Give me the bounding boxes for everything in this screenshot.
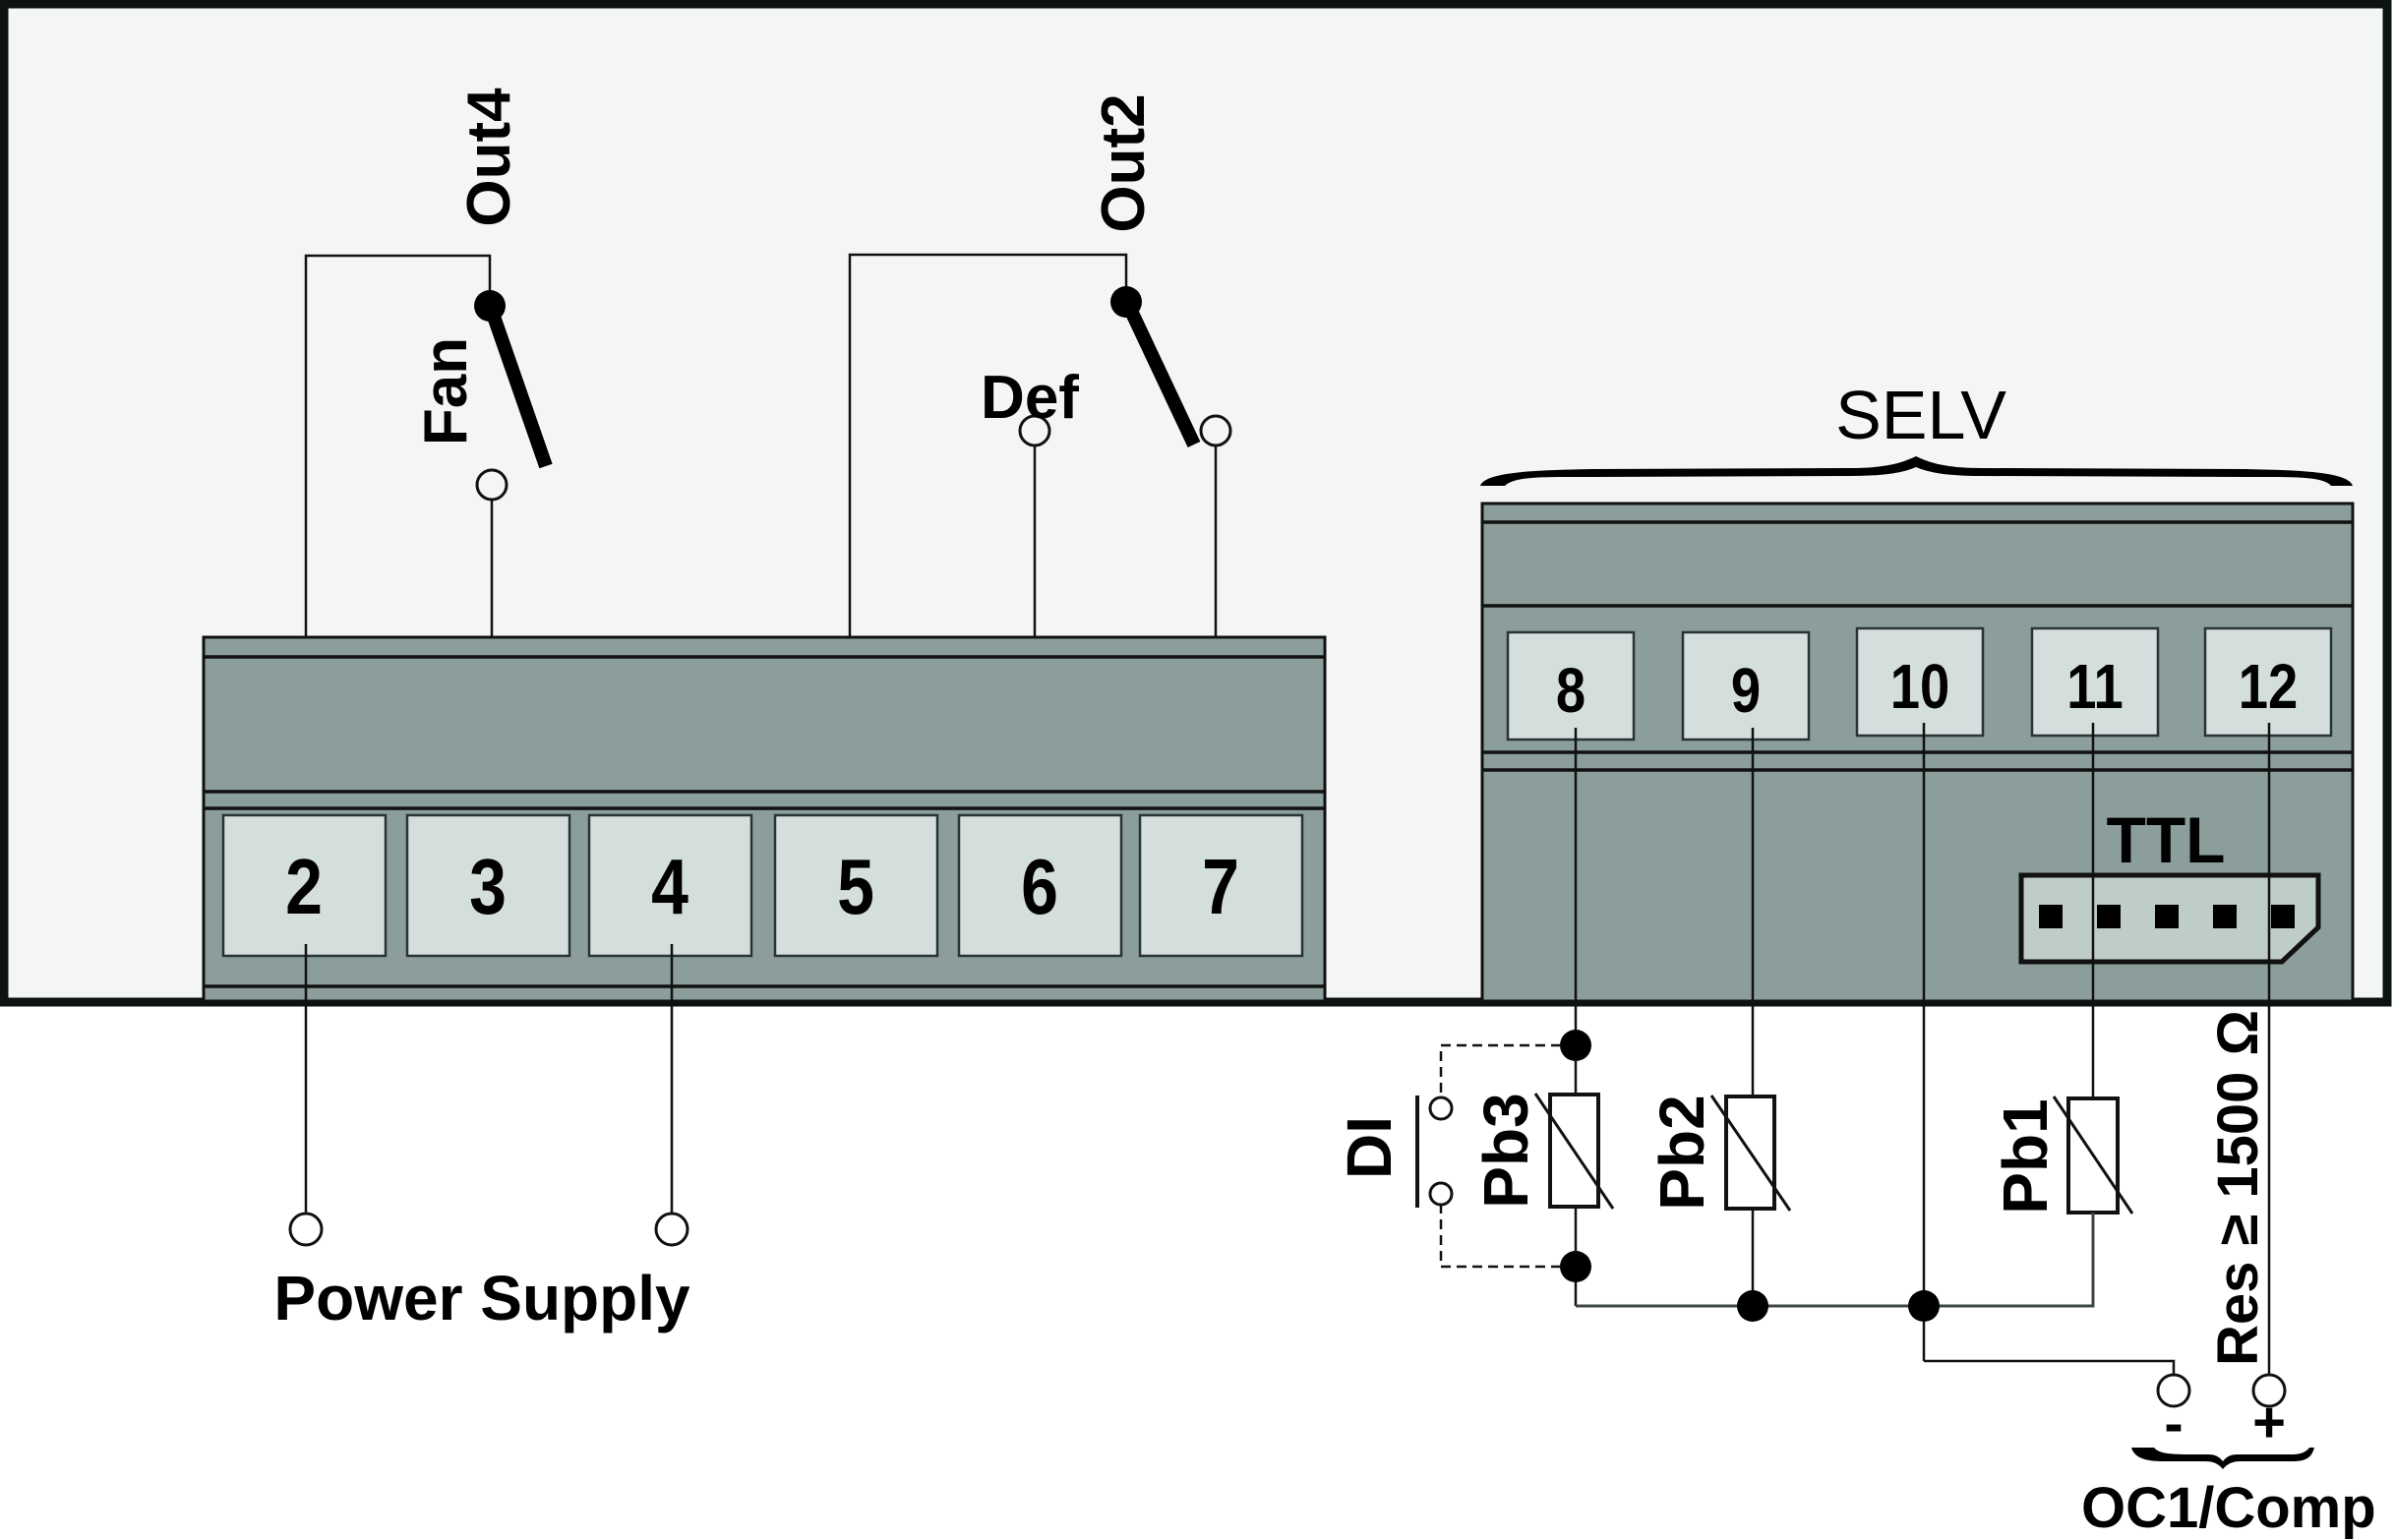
terminal-number: 5	[837, 843, 874, 930]
pb2-common-junction	[1737, 1290, 1768, 1322]
terminal-10-common-junction	[1908, 1290, 1940, 1322]
terminal-number: 12	[2239, 651, 2298, 722]
pb1-lower-wire	[1924, 1213, 2095, 1308]
terminal-number: 2	[285, 843, 323, 930]
selv-label: SELV	[1835, 377, 2006, 453]
terminal-box[interactable]	[773, 813, 939, 958]
terminal-5[interactable]: 5	[773, 813, 939, 958]
out2-switch-blade	[1123, 306, 1201, 447]
terminal-number: 7	[1202, 843, 1239, 930]
pb3-top-junction	[1560, 1030, 1591, 1061]
selv-wiring: Pb3 DI Pb2 Pb1 - + OC1/Comp Res ≥ 1500 Ω	[1334, 723, 2376, 1540]
fan-label: Fan	[412, 337, 480, 445]
terminal-4[interactable]: 4	[587, 813, 753, 958]
ttl-connector[interactable]: TTL	[2018, 803, 2321, 965]
terminal-number: 8	[1556, 655, 1586, 726]
terminal-8[interactable]: 8	[1506, 630, 1636, 741]
resistance-note: Res ≥ 1500 Ω	[2206, 1010, 2270, 1366]
terminal-box[interactable]	[1681, 630, 1811, 741]
pb3-label: Pb3	[1470, 1093, 1541, 1208]
left-block-body	[202, 635, 1327, 1003]
di-dashed-wire-bottom	[1439, 1205, 1561, 1269]
di-dashed-wire-top	[1439, 1043, 1561, 1097]
terminal-number: 6	[1021, 843, 1058, 930]
terminal-7[interactable]: 7	[1138, 813, 1304, 958]
terminal-number: 9	[1731, 655, 1761, 726]
terminal-number: 10	[1890, 651, 1949, 722]
power-contact-2	[288, 1212, 324, 1247]
terminal-9[interactable]: 9	[1681, 630, 1811, 741]
ttl-label: TTL	[2107, 803, 2226, 876]
terminal-10[interactable]: 10	[1855, 626, 1985, 738]
terminal-6[interactable]: 6	[957, 813, 1123, 958]
high-voltage-terminal-block: 2 3 4 5 6 7	[202, 635, 1327, 1003]
terminal-3[interactable]: 3	[405, 813, 571, 958]
oc-minus-wire	[1924, 1359, 2176, 1375]
terminal-number: 11	[2066, 651, 2124, 722]
pb2-probe-symbol	[1724, 1095, 1776, 1211]
di-contact-bottom	[1428, 1181, 1454, 1207]
terminal-box[interactable]	[1506, 630, 1636, 741]
out2-label: Out2	[1090, 93, 1158, 232]
terminal-12[interactable]: 12	[2203, 626, 2333, 738]
terminal-box[interactable]	[1138, 813, 1304, 958]
terminal-box[interactable]	[2030, 626, 2160, 738]
ttl-pin	[2213, 905, 2237, 928]
out2-nc-contact	[1199, 414, 1232, 447]
oc-output-label: OC1/Comp	[2081, 1476, 2376, 1540]
out4-label: Out4	[455, 88, 523, 227]
terminal-number: 4	[651, 843, 688, 930]
terminal-number: 3	[469, 843, 507, 930]
oc-plus-label: +	[2252, 1391, 2286, 1454]
pb1-probe-slash	[2052, 1096, 2134, 1214]
out4-switch-blade	[485, 308, 553, 469]
terminal-box[interactable]	[2203, 626, 2333, 738]
oc-plus-contact	[2251, 1373, 2287, 1408]
relay-out4: Out4 Fan	[304, 88, 553, 637]
oc-minus-contact	[2156, 1373, 2191, 1408]
terminal-box[interactable]	[405, 813, 571, 958]
out4-common-wire	[304, 254, 492, 637]
pb3-bottom-junction	[1560, 1251, 1591, 1282]
terminal-2[interactable]: 2	[221, 813, 388, 958]
ttl-pin	[2271, 905, 2295, 928]
di-contact-top	[1428, 1096, 1454, 1121]
ttl-pin	[2155, 905, 2179, 928]
terminal-box[interactable]	[957, 813, 1123, 958]
terminal-box[interactable]	[587, 813, 753, 958]
out4-fan-contact	[475, 468, 509, 502]
out2-common-wire	[848, 253, 1128, 637]
relay-out2: Out2 Def	[848, 93, 1232, 637]
di-label: DI	[1334, 1116, 1405, 1179]
power-supply-label: Power Supply	[273, 1263, 690, 1333]
terminal-box[interactable]	[1855, 626, 1985, 738]
def-label: Def	[981, 364, 1079, 432]
oc-brace	[2131, 1448, 2314, 1469]
ttl-pin	[2097, 905, 2121, 928]
terminal-box[interactable]	[221, 813, 388, 958]
pb3-probe-slash	[1533, 1093, 1615, 1210]
pb2-label: Pb2	[1646, 1095, 1717, 1210]
power-contact-4	[654, 1212, 689, 1247]
oc-minus-label: -	[2164, 1392, 2183, 1455]
selv-section: SELV 8 9 10 11 12 TTL	[1480, 377, 2355, 1003]
ttl-pin	[2039, 905, 2063, 928]
pb2-probe-slash	[1709, 1095, 1792, 1212]
pb1-label: Pb1	[1990, 1098, 2061, 1214]
power-supply: Power Supply	[273, 944, 690, 1333]
terminal-11[interactable]: 11	[2030, 626, 2160, 738]
selv-brace	[1480, 456, 2353, 486]
